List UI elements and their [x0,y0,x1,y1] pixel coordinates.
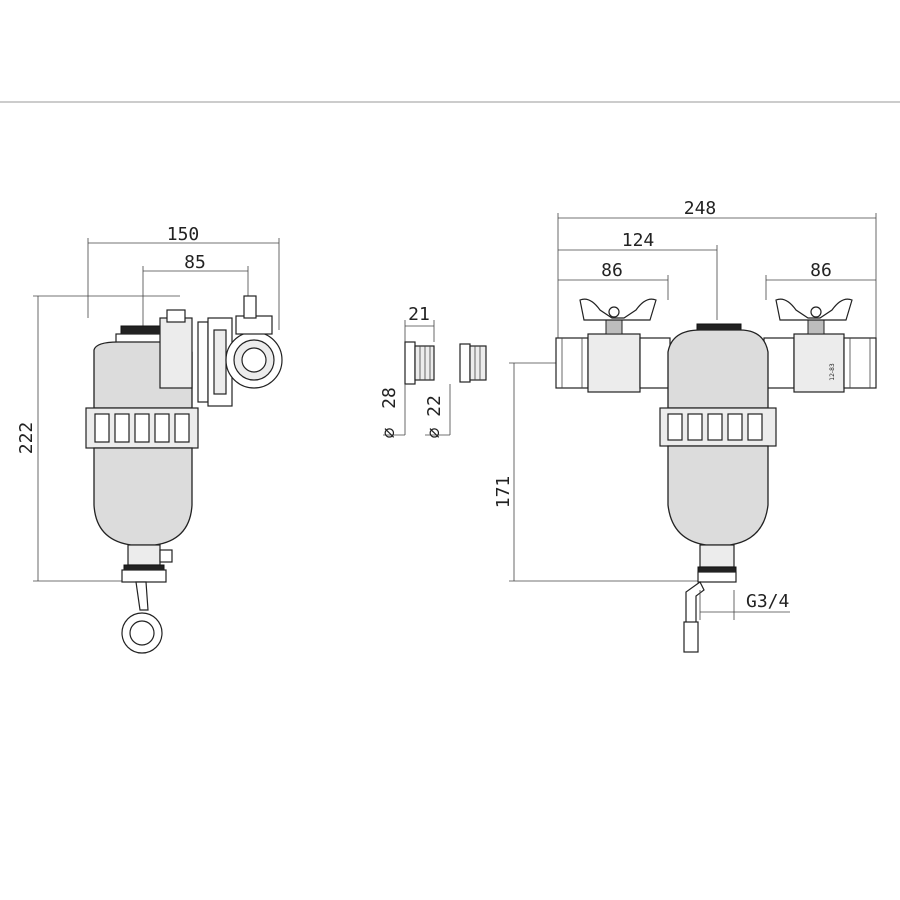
dim-front-85: 85 [184,252,206,273]
dim-side-86-right: 86 [810,260,832,281]
dim-front-150: 150 [167,224,200,245]
diameter-symbol-22: ⌀ [424,427,445,438]
valve-marking: 12-83 [829,363,836,381]
diameter-symbol-28: ⌀ [379,427,400,438]
dim-side-248: 248 [684,198,717,219]
adapter-view: 21 ⌀ 28 ⌀ 22 [379,304,487,438]
front-view: 150 85 222 [16,224,283,654]
dim-side-171: 171 [493,476,514,509]
dim-adapter-21: 21 [408,304,430,325]
dim-adapter-28: 28 [379,387,400,409]
side-view: 248 124 86 86 171 1 [493,198,877,653]
dim-side-124: 124 [622,230,655,251]
dim-side-86-left: 86 [601,260,623,281]
dim-drain-thread: G3/4 [746,591,789,612]
dim-adapter-22: 22 [424,395,445,417]
dim-front-222: 222 [16,422,37,455]
